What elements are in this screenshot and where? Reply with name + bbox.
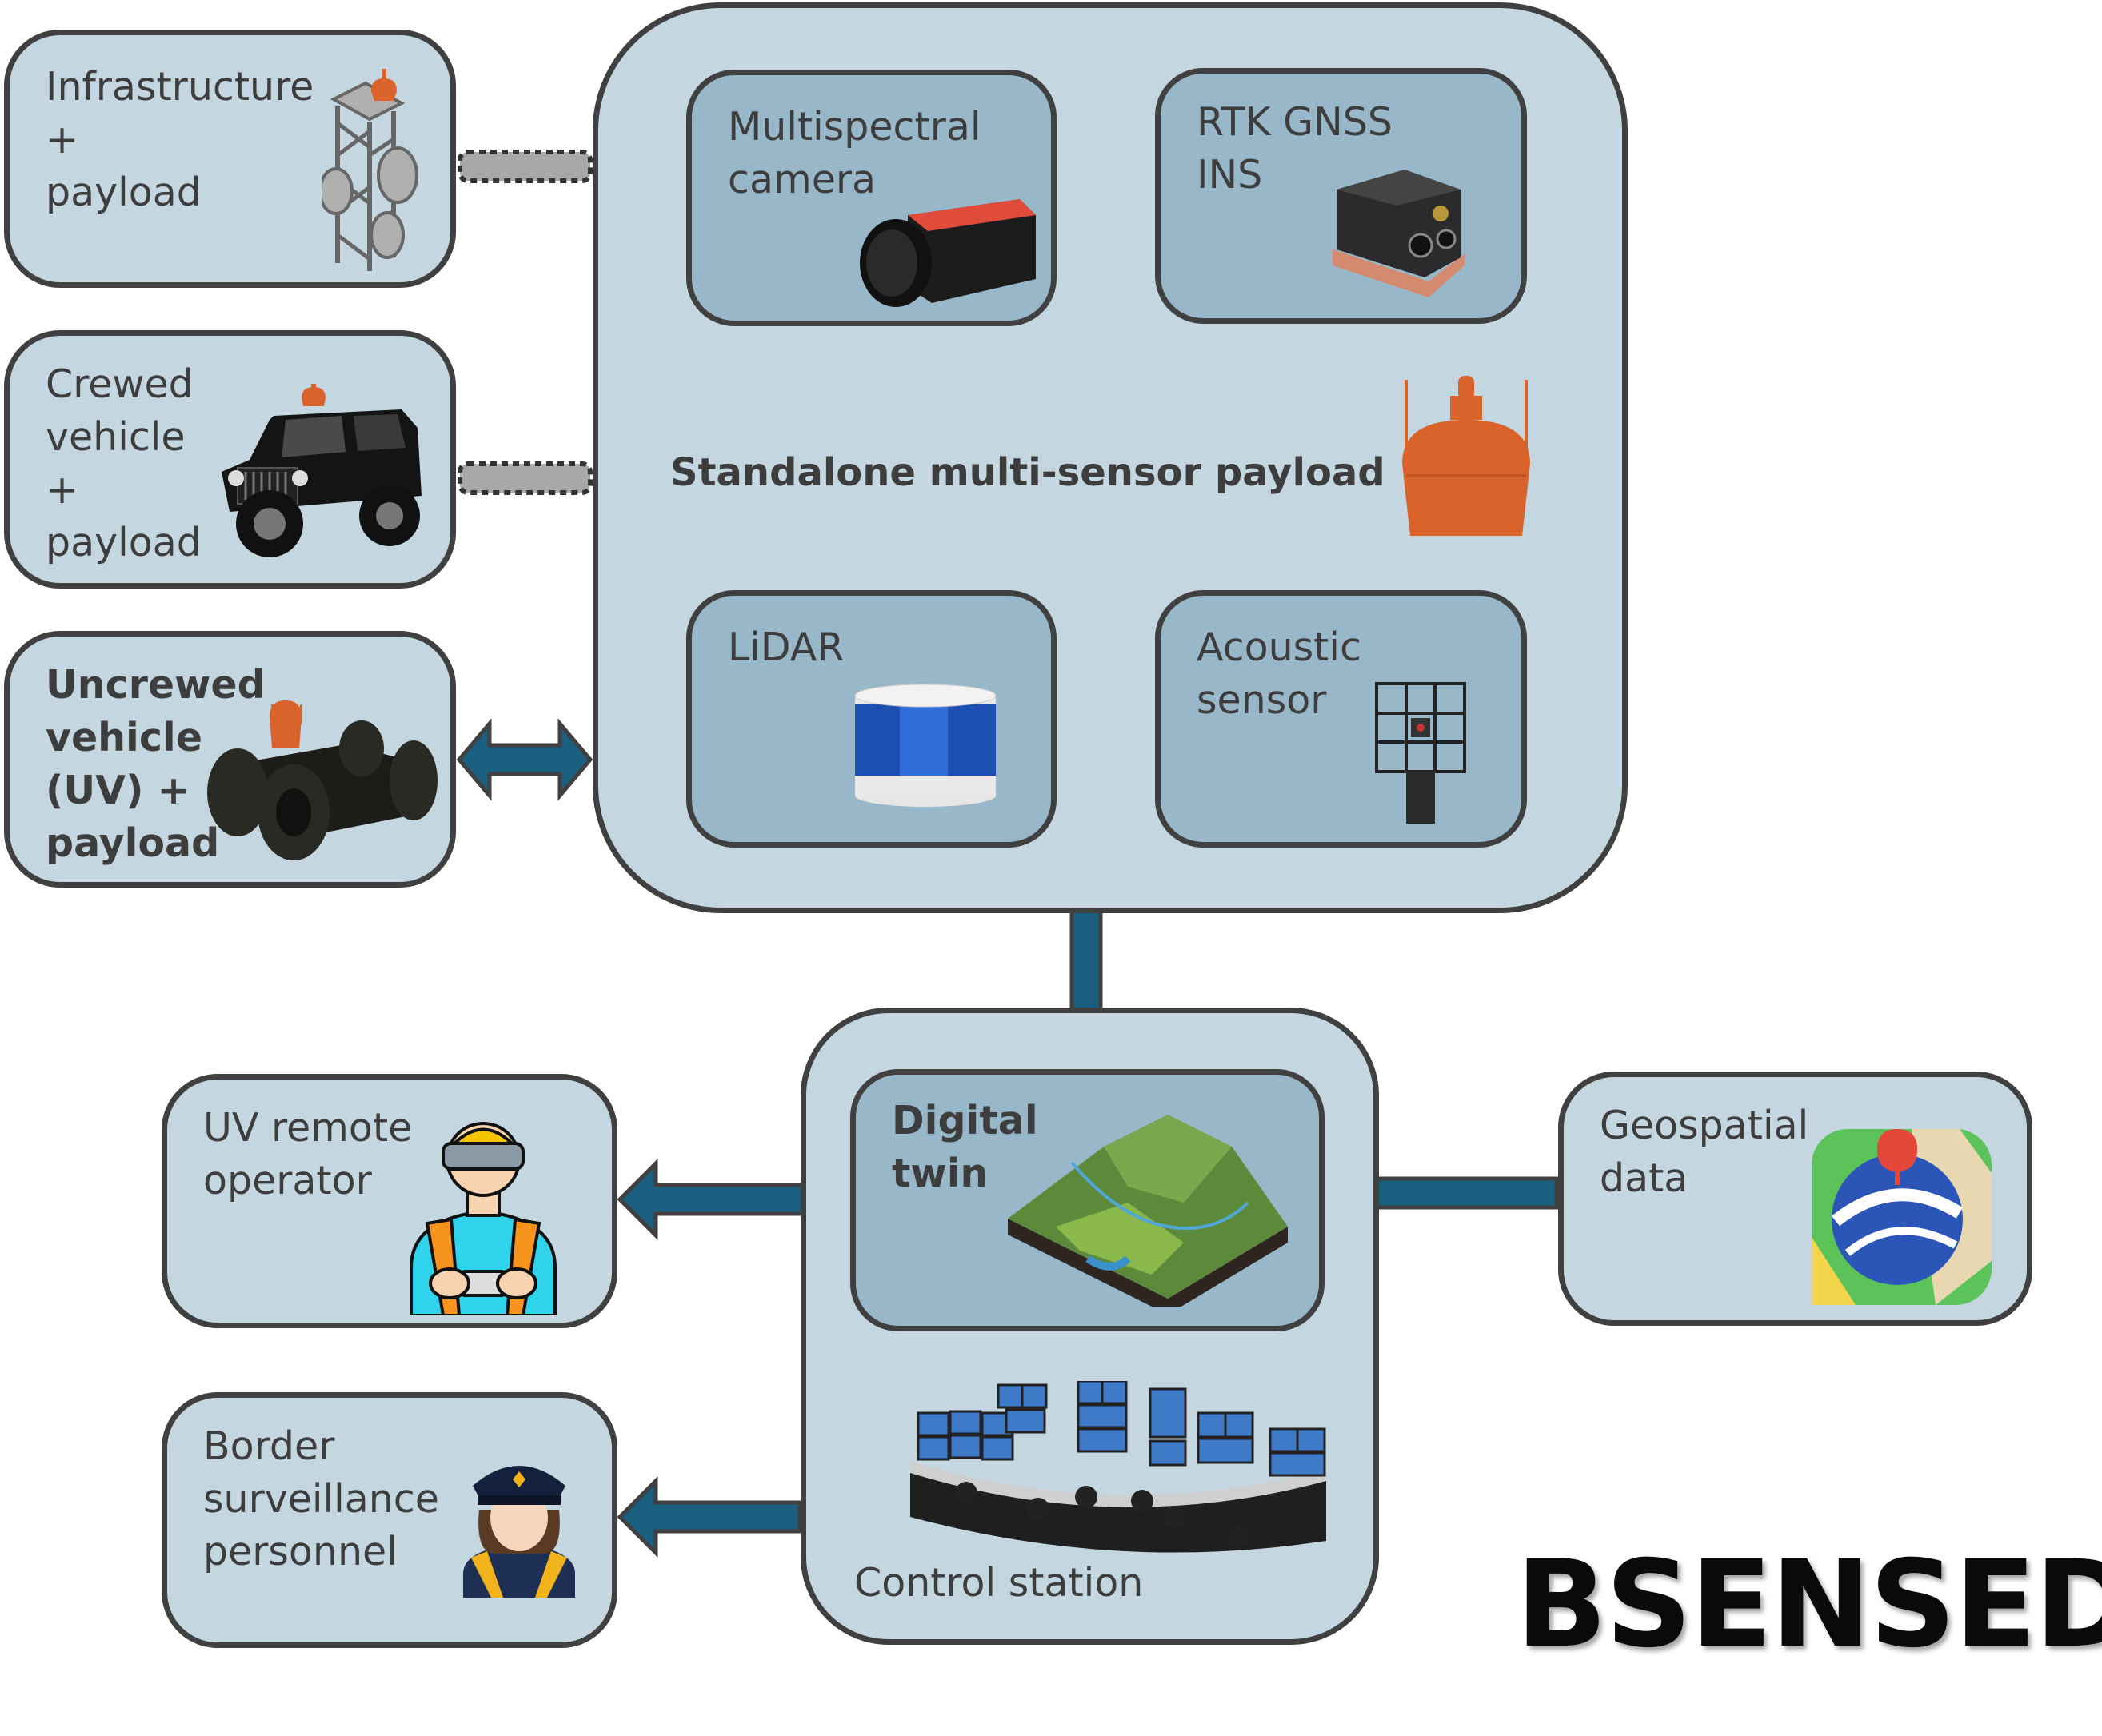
user-uv-operator: UV remote operator [162, 1074, 617, 1328]
platform-infrastructure: Infrastructure + payload [4, 30, 456, 288]
platform-crewed-label: Crewed vehicle + payload [46, 361, 202, 565]
border-personnel-label: Border surveillance personnel [203, 1423, 439, 1574]
arrow-uncrewed-payload [456, 718, 593, 801]
standalone-payload: Multispectral camera RTK GNSS INS Standa… [593, 2, 1628, 913]
gnss-box-icon [1325, 166, 1473, 301]
control-room-icon [902, 1381, 1334, 1557]
bsensed-logo: BSENSED [1516, 1535, 2102, 1674]
vr-operator-icon [387, 1107, 579, 1315]
control-station: Digital twin [801, 1008, 1379, 1645]
user-border-personnel: Border surveillance personnel [162, 1392, 617, 1648]
camera-icon [852, 183, 1044, 311]
jeep-icon [206, 384, 438, 564]
payload-device-icon [1394, 376, 1538, 536]
terrain-icon [1008, 1115, 1296, 1307]
sensor-lidar-label: LiDAR [728, 625, 845, 670]
uv-operator-label: UV remote operator [203, 1105, 413, 1203]
digital-twin-label: Digital twin [892, 1098, 1038, 1196]
dotted-link-crewed [458, 461, 593, 495]
control-station-label: Control station [854, 1560, 1144, 1606]
police-officer-icon [455, 1454, 583, 1598]
microphone-array-icon [1373, 680, 1469, 828]
dotted-link-infrastructure [458, 150, 593, 183]
sensor-multispectral-camera: Multispectral camera [686, 70, 1057, 326]
sensor-rtk-label: RTK GNSS INS [1197, 99, 1393, 198]
platform-infrastructure-label: Infrastructure + payload [46, 64, 314, 215]
sensor-multispectral-label: Multispectral camera [728, 104, 981, 202]
platform-crewed-vehicle: Crewed vehicle + payload [4, 330, 456, 589]
sensor-lidar: LiDAR [686, 590, 1057, 848]
robot-vehicle-icon [202, 700, 442, 860]
platform-uncrewed-label: Uncrewed vehicle (UV) + payload [46, 662, 266, 866]
digital-twin: Digital twin [850, 1069, 1325, 1331]
payload-title: Standalone multi-sensor payload [670, 450, 1385, 495]
tower-icon [322, 67, 418, 275]
geospatial-label: Geospatial data [1600, 1103, 1809, 1201]
geospatial-data: Geospatial data [1558, 1072, 2032, 1326]
sensor-rtk-gnss-ins: RTK GNSS INS [1155, 68, 1527, 324]
arrow-control-border [617, 1475, 802, 1558]
lidar-icon [852, 680, 1000, 808]
platform-uncrewed-vehicle: Uncrewed vehicle (UV) + payload [4, 631, 456, 888]
map-globe-icon [1808, 1125, 1996, 1309]
sensor-acoustic-label: Acoustic sensor [1197, 625, 1361, 723]
sensor-acoustic: Acoustic sensor [1155, 590, 1527, 848]
